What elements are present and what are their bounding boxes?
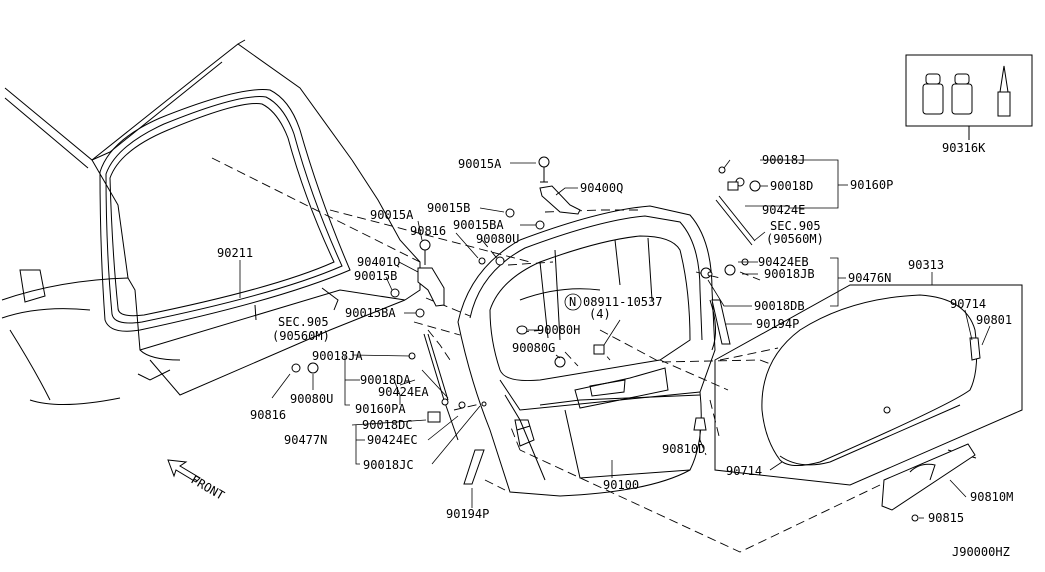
label-90477N: 90477N: [284, 433, 327, 447]
label-90801: 90801: [976, 313, 1012, 327]
label-90424EB: 90424EB: [758, 255, 809, 269]
trim-panel-assembly: [714, 284, 1023, 522]
front-label: FRONT: [189, 472, 227, 502]
label-90018D: 90018D: [770, 179, 813, 193]
label-90018DA: 90018DA: [360, 373, 411, 387]
front-direction-arrow: [167, 459, 201, 483]
label-90018DC: 90018DC: [362, 418, 413, 432]
label-90424EC: 90424EC: [367, 433, 418, 447]
label-90015A-left: 90015A: [370, 208, 414, 222]
label-sec905-right: SEC.905: [770, 219, 821, 233]
drawing-code: J90000HZ: [952, 545, 1010, 559]
label-08911-prefix: N: [569, 295, 576, 309]
label-90100: 90100: [603, 478, 639, 492]
label-90714-bottom: 90714: [726, 464, 762, 478]
label-90400Q: 90400Q: [580, 181, 623, 195]
label-sec905-right-sub: (90560M): [766, 232, 824, 246]
label-sec905-left-sub: (90560M): [272, 329, 330, 343]
label-sec905-left: SEC.905: [278, 315, 329, 329]
label-90015BA-left: 90015BA: [345, 306, 396, 320]
label-08911-qty: (4): [589, 307, 611, 321]
label-90018JB: 90018JB: [764, 267, 815, 281]
leader-lines: [239, 159, 991, 519]
label-90424EA: 90424EA: [378, 385, 429, 399]
label-90015BA-top: 90015BA: [453, 218, 504, 232]
label-90080U-top: 90080U: [476, 232, 519, 246]
sealant-kit: [905, 54, 1033, 140]
label-90714-top: 90714: [950, 297, 986, 311]
label-90160P: 90160P: [850, 178, 893, 192]
label-90316K: 90316K: [942, 141, 986, 155]
back-door-panel: [457, 205, 716, 497]
label-90211: 90211: [217, 246, 253, 260]
vehicle-body: [1, 39, 421, 405]
label-90816-left: 90816: [250, 408, 286, 422]
label-90018JA: 90018JA: [312, 349, 363, 363]
label-90015A-top: 90015A: [458, 157, 502, 171]
label-90015B-left: 90015B: [354, 269, 397, 283]
label-90080G: 90080G: [512, 341, 555, 355]
label-90194P-right: 90194P: [756, 317, 799, 331]
label-90424E: 90424E: [762, 203, 805, 217]
hardware-parts: [291, 156, 761, 485]
part-n-marker-circle: [564, 293, 582, 311]
label-90018J: 90018J: [762, 153, 805, 167]
label-90018DB: 90018DB: [754, 299, 805, 313]
label-90815: 90815: [928, 511, 964, 525]
label-90816-top: 90816: [410, 224, 446, 238]
label-90018JC: 90018JC: [363, 458, 414, 472]
label-90080H: 90080H: [537, 323, 580, 337]
label-90401Q: 90401Q: [357, 255, 400, 269]
label-90194P-bottom: 90194P: [446, 507, 489, 521]
label-90015B-top: 90015B: [427, 201, 470, 215]
part-labels: 90015A 90400Q 90015B 90015BA 90080U 9001…: [189, 141, 1014, 559]
label-90476N: 90476N: [848, 271, 891, 285]
label-08911-10537: 08911-10537: [583, 295, 662, 309]
label-90313: 90313: [908, 258, 944, 272]
label-90080U-left: 90080U: [290, 392, 333, 406]
label-90810D: 90810D: [662, 442, 705, 456]
label-90810M: 90810M: [970, 490, 1013, 504]
label-90160PA: 90160PA: [355, 402, 406, 416]
